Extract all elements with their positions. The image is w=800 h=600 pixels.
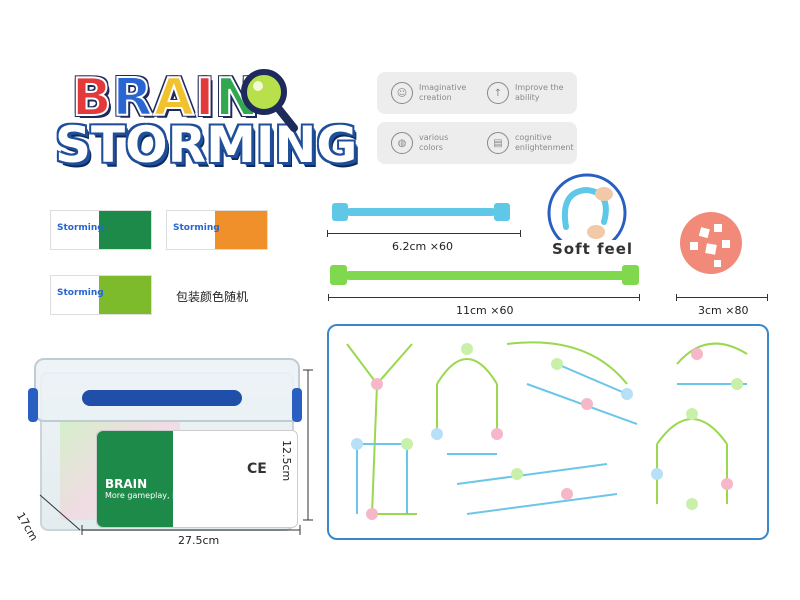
- logo-storming: STORMING: [55, 116, 358, 174]
- feature-pill-bottom: ◍ various colors ▤ cognitive enlightenme…: [377, 122, 577, 164]
- measure-tick: [520, 230, 521, 237]
- box-label: BRAIN More gameplay, More fun CE: [96, 430, 298, 528]
- figure-up-icon: ↑: [487, 82, 509, 104]
- box-width-label: 27.5cm: [178, 534, 220, 547]
- feature-colors: ◍ various colors: [377, 132, 473, 154]
- ball-measure: [676, 297, 768, 298]
- feature-pill-top: ☺ Imaginative creation ↑ Improve the abi…: [377, 72, 577, 114]
- logo-letters: B: [71, 68, 113, 128]
- box-height-label: 12.5cm: [280, 440, 293, 482]
- long-stick: [345, 271, 625, 280]
- box-label-tagline: More gameplay, More fun: [105, 491, 208, 500]
- box-handle: [82, 390, 242, 406]
- measure-tick: [767, 294, 768, 301]
- logo-letters: A: [153, 68, 195, 128]
- long-stick-end: [330, 265, 347, 285]
- feature-text: various colors: [419, 133, 449, 152]
- structures-illustration: [346, 341, 748, 520]
- box-label-logo: BRAIN: [105, 477, 148, 491]
- feature-text: Imaginative creation: [419, 83, 467, 102]
- measure-tick: [327, 230, 328, 237]
- package-variant-green: Storming: [50, 210, 152, 250]
- soft-feel-illustration: [547, 173, 627, 253]
- short-stick-end: [332, 203, 348, 221]
- box-clip-right: [292, 388, 302, 422]
- soft-feel-label: Soft feel: [550, 240, 636, 258]
- magnifier-icon: [241, 69, 298, 132]
- short-stick-end: [494, 203, 510, 221]
- long-stick-measure: [328, 297, 640, 298]
- box-clip-left: [28, 388, 38, 422]
- logo-letters: I: [194, 68, 216, 128]
- ball-label: 3cm ×80: [698, 304, 749, 317]
- measure-tick: [639, 294, 640, 301]
- connector-ball: [680, 212, 742, 274]
- feature-text: Improve the ability: [515, 83, 564, 102]
- logo-letters: R: [112, 68, 154, 128]
- short-stick-measure: [327, 233, 521, 234]
- measure-tick: [328, 294, 329, 301]
- feature-cognitive: ▤ cognitive enlightenment: [473, 132, 574, 154]
- long-stick-end: [622, 265, 639, 285]
- box-dimensions: [39, 369, 313, 535]
- long-stick-label: 11cm ×60: [456, 304, 514, 317]
- measure-tick: [676, 294, 677, 301]
- package-variant-orange: Storming: [166, 210, 268, 250]
- feature-improve: ↑ Improve the ability: [473, 82, 569, 104]
- feature-imaginative: ☺ Imaginative creation: [377, 82, 473, 104]
- feature-text: cognitive enlightenment: [515, 133, 574, 152]
- packaging-note: 包装颜色随机: [176, 290, 249, 304]
- package-variant-lime: Storming: [50, 275, 152, 315]
- palette-icon: ◍: [391, 132, 413, 154]
- short-stick: [346, 208, 496, 216]
- short-stick-label: 6.2cm ×60: [392, 240, 453, 253]
- lightbulb-head-icon: ☺: [391, 82, 413, 104]
- book-icon: ▤: [487, 132, 509, 154]
